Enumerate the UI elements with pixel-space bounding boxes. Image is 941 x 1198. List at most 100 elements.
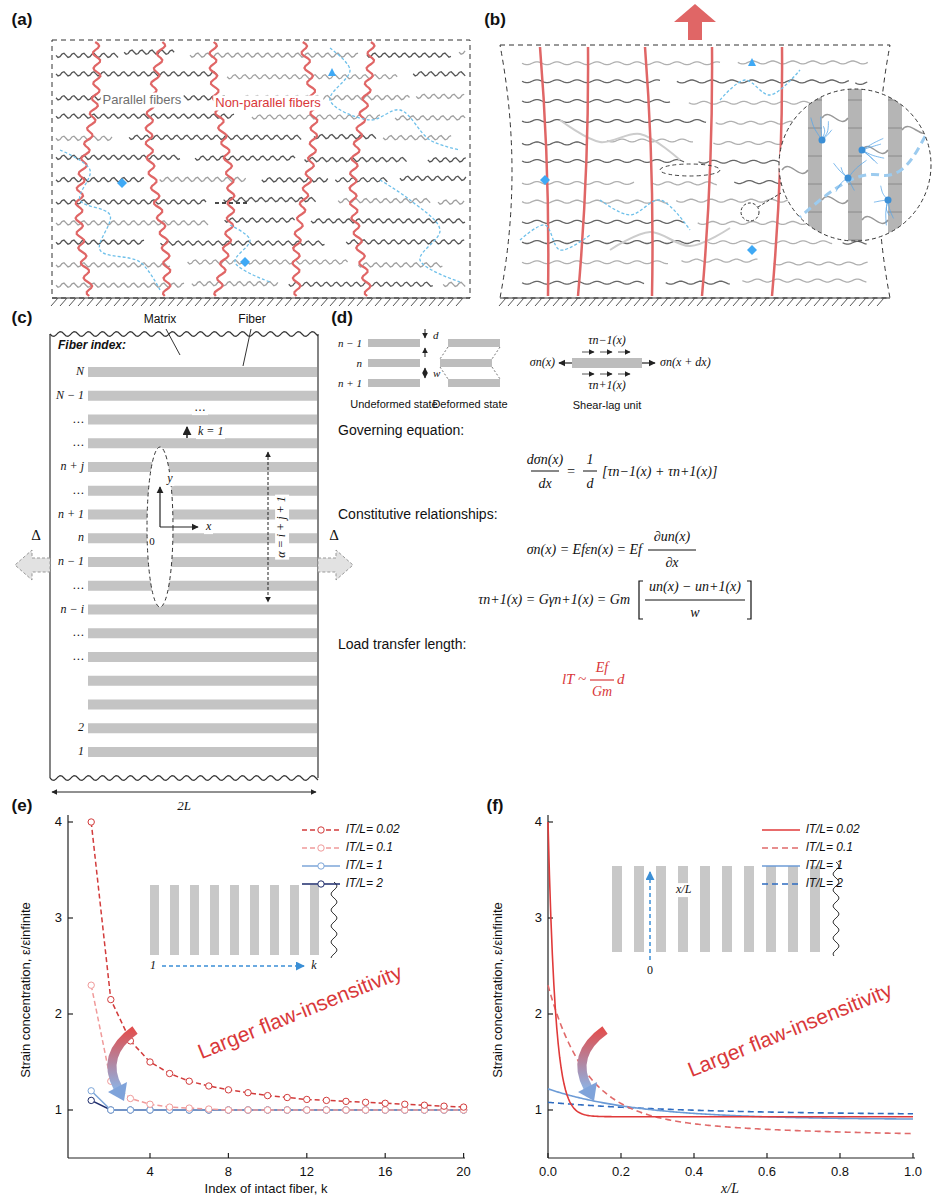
index-label: n − 1 [338,337,362,350]
tick-label: 3 [55,911,62,926]
hatch-mark [456,298,463,306]
data-point [108,996,114,1002]
data-point [206,1107,212,1113]
fraction-bar [645,600,745,601]
data-point [245,1107,251,1113]
index-label: … [73,413,84,427]
tick-label: 3 [535,911,542,926]
hatch-mark [562,298,569,306]
data-point [382,1107,388,1113]
parallel-fiber [129,135,301,139]
parallel-fiber [289,282,433,286]
data-point [304,1107,310,1113]
non-parallel-fiber [645,47,653,296]
annotation: Larger flaw-insensitivity [192,959,407,1065]
hatch-mark [580,298,587,306]
hatch-mark [114,298,121,306]
parallel-fiber [314,134,376,138]
tick-mark [306,1153,307,1158]
hatch-mark [589,298,596,306]
parallel-fiber [522,281,644,284]
index-label: N − 1 [56,389,84,403]
inset-label: 1 [150,959,156,973]
fiber-bar [448,339,500,347]
data-point [323,1097,329,1103]
hatch-mark [123,298,130,306]
parallel-fiber [522,261,668,264]
parallel-fiber [56,283,184,287]
legend-sample [762,848,800,849]
inset-fiber [270,885,279,955]
hatch-mark [375,298,382,306]
legend-text: lT/L= 2 [346,877,383,891]
fiber-bar [448,379,500,387]
parallel-fiber [416,94,464,98]
parallel-fiber [56,136,112,140]
legend-text: lT/L= 0.02 [806,823,860,837]
crosslink-dot [859,147,866,154]
data-point [382,1100,388,1106]
inset-arrow [649,872,651,960]
hatch-mark [787,298,794,306]
parallel-fiber [305,157,407,161]
fibril [862,150,884,158]
hatch-mark [348,298,355,306]
hatch-mark [715,298,722,306]
index-label: n [78,531,84,545]
crosslink-dot [885,197,892,204]
fraction-bar [648,550,696,551]
panel-f-chart [548,815,915,1158]
data-point [264,1107,270,1113]
hatch-mark [294,298,301,306]
fiber-segment [848,128,862,129]
data-point [166,1104,172,1110]
load-label: Δ [31,527,41,544]
tick-mark [912,1153,913,1158]
data-point [225,1107,231,1113]
hatch-mark [276,298,283,306]
annotation: Fiber index: [58,339,126,353]
non-parallel-fiber [578,47,588,296]
tick-label: 16 [378,1165,392,1180]
legend-text: lT/L= 1 [346,859,383,873]
axis-arrow [160,526,198,527]
data-point [127,1107,133,1113]
non-parallel-fiber [146,42,171,296]
data-point [186,1105,192,1111]
hatch-mark [312,298,319,306]
axis-arrow [159,487,160,527]
index-label: … [73,436,84,450]
hatch-mark [249,298,256,306]
index-label: … [73,626,84,640]
index-label: 1 [78,745,84,759]
data-point [343,1107,349,1113]
parallel-fiber [400,176,466,180]
tick-label: 0.0 [539,1165,557,1180]
legend-sample [302,881,340,887]
data-point [88,982,94,988]
dynamic-bond-chain [720,70,800,100]
fiber-segment [848,156,862,157]
section-heading: Load transfer length: [338,636,466,652]
parallel-fiber [335,178,387,182]
data-point [108,1107,114,1113]
hatch-mark [141,298,148,306]
load-arrow [318,550,353,580]
hatch-mark [796,298,803,306]
hatch-mark [69,298,76,306]
trend-arrow-head [578,1082,597,1101]
hatch-mark [535,298,542,306]
inset-arrow [162,965,304,967]
parallel-fiber [358,263,442,267]
hatch-mark [760,298,767,306]
annotation: … [192,401,208,415]
inset-fiber [700,866,710,952]
data-point [127,1107,133,1113]
crosslink-dot [819,137,826,144]
hatch-mark [868,298,875,306]
equation-text: Ef [596,660,608,676]
axis-label: y [165,472,174,486]
fiber-bar [88,438,317,448]
zoom-outline [779,89,931,241]
